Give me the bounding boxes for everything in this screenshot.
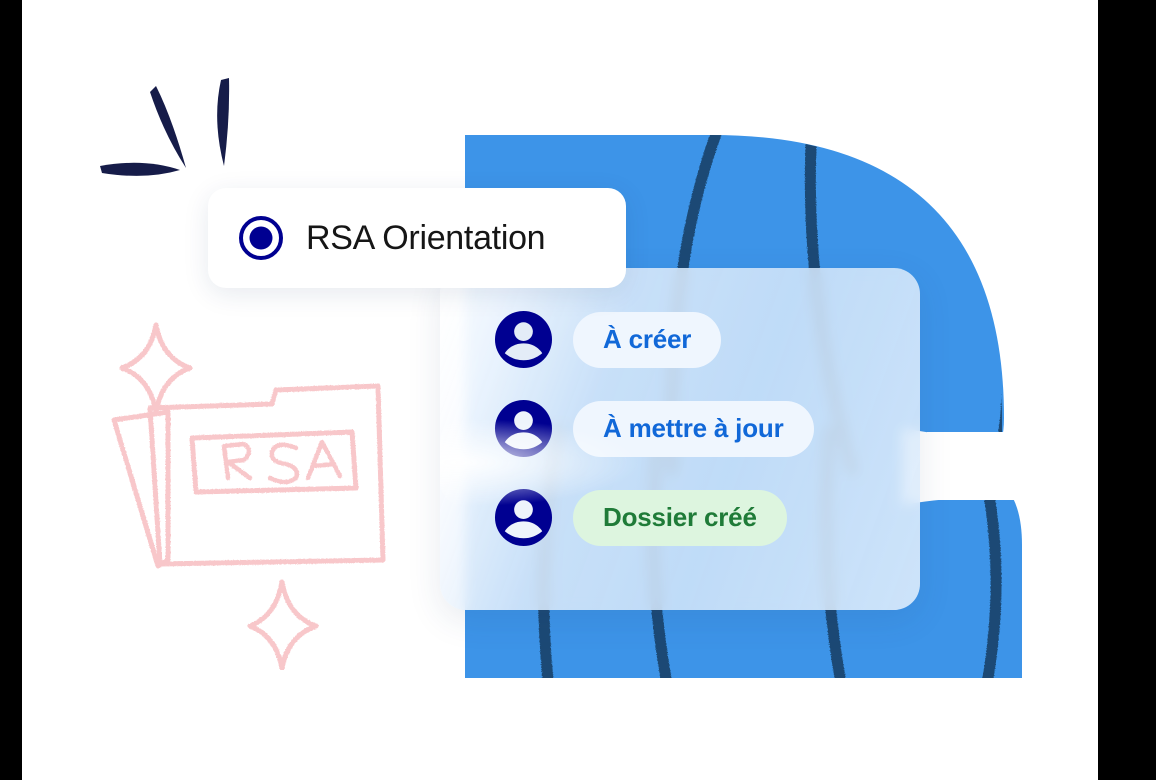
folder-label-text (221, 439, 343, 485)
user-avatar-icon (494, 399, 553, 458)
rsa-orientation-option[interactable]: RSA Orientation (208, 188, 626, 288)
burst-stroke-middle (150, 86, 186, 168)
sparkle-top (119, 322, 193, 415)
status-chip[interactable]: À mettre à jour (573, 400, 814, 457)
radio-selected-icon[interactable] (238, 215, 284, 261)
status-row[interactable]: À créer (494, 310, 900, 369)
status-card: À créer À mettre à jour (440, 268, 920, 610)
user-avatar-icon (494, 488, 553, 547)
letterbox-left (0, 0, 22, 780)
sparkle-bottom (247, 579, 319, 670)
letterbox-right (1098, 0, 1156, 780)
burst-stroke-right (217, 78, 230, 166)
status-chip[interactable]: À créer (573, 311, 722, 368)
burst-stroke-left (100, 162, 180, 176)
user-avatar-icon (494, 310, 553, 369)
navy-burst-strokes (100, 78, 230, 176)
folder-label-box (189, 429, 359, 495)
status-row[interactable]: À mettre à jour (494, 399, 900, 458)
rsa-orientation-label: RSA Orientation (306, 218, 546, 257)
status-row[interactable]: Dossier créé (494, 488, 900, 547)
folder-body (147, 383, 386, 567)
status-chip[interactable]: Dossier créé (573, 489, 787, 546)
b-waist-notch (927, 432, 1098, 500)
rsa-folder-sketch (111, 322, 386, 670)
status-row-list: À créer À mettre à jour (494, 310, 900, 547)
illustration-canvas: À créer À mettre à jour (22, 0, 1098, 780)
b-waist-notch-curve (902, 425, 1098, 515)
